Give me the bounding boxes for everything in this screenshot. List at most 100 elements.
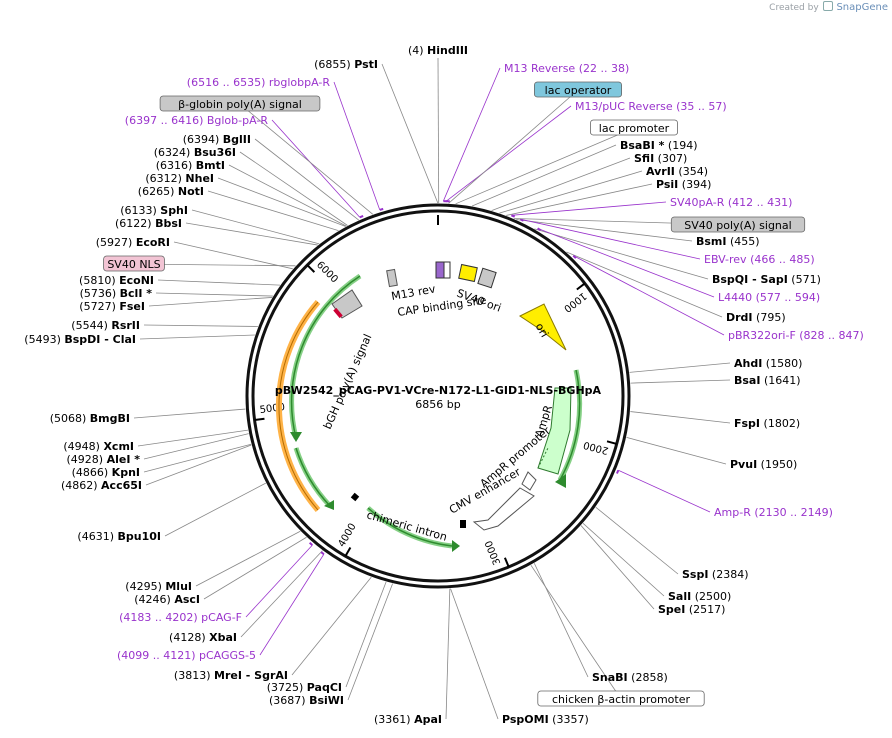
site-fsei[interactable]: (5727) FseI: [79, 300, 145, 313]
site-acc65i[interactable]: (4862) Acc65I: [61, 479, 142, 492]
feature-box-label: SV40 NLS: [107, 258, 160, 271]
site-callout-line: [207, 190, 339, 232]
site-mlui[interactable]: (4295) MluI: [125, 580, 192, 593]
primer-rbglobpa-r[interactable]: (6516 .. 6535) rbglobpA-R: [187, 76, 331, 89]
primer-pcaggs-5[interactable]: (4099 .. 4121) pCAGGS-5: [117, 649, 256, 662]
site-callout-line: [217, 177, 346, 227]
lac-operator-box[interactable]: [435, 261, 445, 279]
feature-box-lac-promoter[interactable]: [590, 119, 679, 136]
site-alei[interactable]: (4928) AleI *: [67, 453, 141, 466]
site-spei[interactable]: SpeI (2517): [658, 603, 725, 616]
site-ahdi[interactable]: AhdI (1580): [734, 357, 802, 370]
site-pvui[interactable]: PvuI (1950): [730, 458, 797, 471]
plasmid-name: pBW2542_pCAG-PV1-VCre-N172-L1-GID1-NLS-B…: [275, 384, 602, 397]
site-callout-line: [254, 138, 359, 221]
site-bspdi-clai[interactable]: (5493) BspDI - ClaI: [24, 333, 136, 346]
feature-box-label: SV40 poly(A) signal: [684, 219, 791, 232]
site-mrei-sgrai[interactable]: (3813) MreI - SgrAI: [174, 669, 288, 682]
site-bsai[interactable]: BsaI (1641): [734, 374, 801, 387]
site-callout-line: [291, 576, 372, 676]
site-xcmi[interactable]: (4948) XcmI: [63, 440, 134, 453]
site-rsrii[interactable]: (5544) RsrII: [71, 319, 140, 332]
site-bcli[interactable]: (5736) BclI *: [80, 287, 153, 300]
site-bsiwi[interactable]: (3687) BsiWI: [269, 694, 344, 707]
marker-top: [437, 215, 439, 225]
site-bsmi[interactable]: BsmI (455): [696, 235, 760, 248]
site-apai[interactable]: (3361) ApaI: [374, 713, 442, 726]
site-callout-line: [626, 437, 727, 465]
site-bmgbi[interactable]: (5068) BmgBI: [50, 412, 130, 425]
feature-box-sv40-nls[interactable]: [103, 255, 165, 272]
site-callout-line: [437, 57, 440, 204]
primer-pbr322ori-f[interactable]: pBR322ori-F (828 .. 847): [728, 329, 864, 342]
m13-rev-box[interactable]: [386, 268, 398, 288]
primer-callout-line: [445, 105, 572, 202]
site-sali[interactable]: SalI (2500): [668, 590, 731, 603]
lac-promoter-box[interactable]: [443, 261, 451, 279]
ruler-label: 1000: [561, 290, 588, 314]
site-snabi[interactable]: SnaBI (2858): [592, 671, 668, 684]
primer-m13-reverse[interactable]: M13 Reverse (22 .. 38): [504, 62, 629, 75]
site-nhei[interactable]: (6312) NheI: [145, 172, 214, 185]
site-hindiii[interactable]: (4) HindIII: [408, 44, 468, 57]
site-psii[interactable]: PsiI (394): [656, 178, 711, 191]
primer-sv40pa-r[interactable]: SV40pA-R (412 .. 431): [670, 196, 792, 209]
site-callout-line: [143, 433, 249, 460]
site-bmti[interactable]: (6316) BmtI: [156, 159, 225, 172]
feature-box-lac-operator[interactable]: [534, 81, 623, 98]
primer-bglob-pa-r[interactable]: (6397 .. 6416) Bglob-pA-R: [125, 114, 269, 127]
sv40-ori-box[interactable]: [458, 263, 478, 283]
primer-ebv-rev[interactable]: EBV-rev (466 .. 485): [704, 253, 815, 266]
site-callout-line: [471, 144, 617, 207]
site-callout-line: [345, 581, 387, 688]
site-kpni[interactable]: (4866) KpnI: [72, 466, 140, 479]
feature-box-sv40-poly-a-signal[interactable]: [670, 216, 806, 233]
site-fspi[interactable]: FspI (1802): [734, 417, 800, 430]
site-bbsi[interactable]: (6122) BbsI: [115, 217, 182, 230]
primer-l4440[interactable]: L4440 (577 .. 594): [718, 291, 820, 304]
primer-m13-puc-reverse[interactable]: M13/pUC Reverse (35 .. 57): [575, 100, 727, 113]
site-callout-line: [381, 63, 439, 204]
site-econi[interactable]: (5810) EcoNI: [79, 274, 154, 287]
cmv-enhancer-arrow[interactable]: [472, 487, 535, 531]
site-sspi[interactable]: SspI (2384): [682, 568, 749, 581]
feature-box-chicken-actin-promoter[interactable]: [537, 690, 705, 707]
site-avrii[interactable]: AvrII (354): [646, 165, 708, 178]
sv40-polya-inner-box[interactable]: [477, 267, 497, 289]
feature-box-label: lac promoter: [599, 122, 670, 135]
site-callout-line: [240, 550, 323, 638]
site-callout-line: [630, 379, 731, 384]
primer-callout-line: [245, 544, 313, 618]
site-paqci[interactable]: (3725) PaqCI: [267, 681, 342, 694]
site-bspqi-sapi[interactable]: BspQI - SapI (571): [712, 273, 821, 286]
primer-callout-line: [271, 119, 361, 218]
site-asci[interactable]: (4246) AscI: [134, 593, 200, 606]
site-callout-line: [630, 411, 731, 424]
feature-box-globin-poly-a-signal[interactable]: [159, 95, 321, 112]
site-sphi[interactable]: (6133) SphI: [120, 204, 188, 217]
primer-pcag-f[interactable]: (4183 .. 4202) pCAG-F: [119, 611, 242, 624]
site-sfii[interactable]: SfiI (307): [634, 152, 687, 165]
site-noti[interactable]: (6265) NotI: [138, 185, 204, 198]
feature-box-label: β-globin poly(A) signal: [178, 98, 302, 111]
outer-strand-circle: [245, 203, 631, 589]
site-callout-line: [155, 292, 273, 297]
site-ecori[interactable]: (5927) EcoRI: [96, 236, 170, 249]
site-bsabi[interactable]: BsaBI * (194): [620, 139, 698, 152]
bgh-polya-label: bGH poly(A) signal: [321, 332, 375, 431]
primer-mark: [359, 215, 364, 219]
site-pspomi[interactable]: PspOMI (3357): [502, 713, 589, 726]
site-bpu10i[interactable]: (4631) Bpu10I: [77, 530, 161, 543]
site-callout-line: [143, 443, 252, 473]
ampr-promoter-arrow[interactable]: [521, 471, 537, 491]
site-bglii[interactable]: (6394) BglII: [183, 133, 251, 146]
snapgene-brand-text: SnapGene: [836, 2, 888, 13]
ori-feature-arrow[interactable]: [519, 303, 567, 351]
site-callout-line: [133, 408, 246, 419]
primer-amp-r[interactable]: Amp-R (2130 .. 2149): [714, 506, 833, 519]
site-psti[interactable]: (6855) PstI: [314, 58, 378, 71]
site-drdi[interactable]: DrdI (795): [726, 311, 786, 324]
site-xbai[interactable]: (4128) XbaI: [169, 631, 237, 644]
site-bsu36i[interactable]: (6324) Bsu36I: [154, 146, 236, 159]
